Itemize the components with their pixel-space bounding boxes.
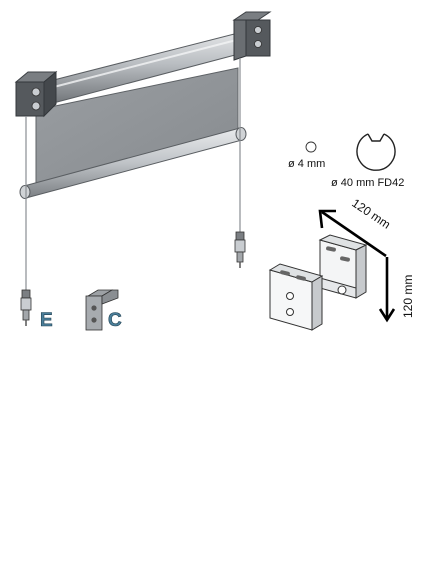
corner-wall-bracket [268,234,368,331]
option-c-label: C [108,310,122,331]
height-dimension-arrow [378,257,396,323]
right-cable-tensioner [234,231,246,268]
tube-profile-icon [356,133,396,171]
tube-diameter-label: ø 40 mm FD42 [331,177,404,189]
width-dimension-arrow [318,209,387,258]
cord-diameter-label: ø 4 mm [288,158,325,170]
bottom-bar [19,127,247,199]
cord-diameter-icon [305,141,317,153]
left-cable-tensioner [20,289,32,326]
option-e-label: E [40,310,53,331]
left-wall-bracket [14,70,58,118]
bracket-width-label: 120 mm [349,196,393,232]
roller-blind [14,11,272,326]
bracket-height-label: 120 mm [401,275,415,318]
option-c-bracket-icon [85,289,119,331]
right-wall-bracket [232,11,272,61]
